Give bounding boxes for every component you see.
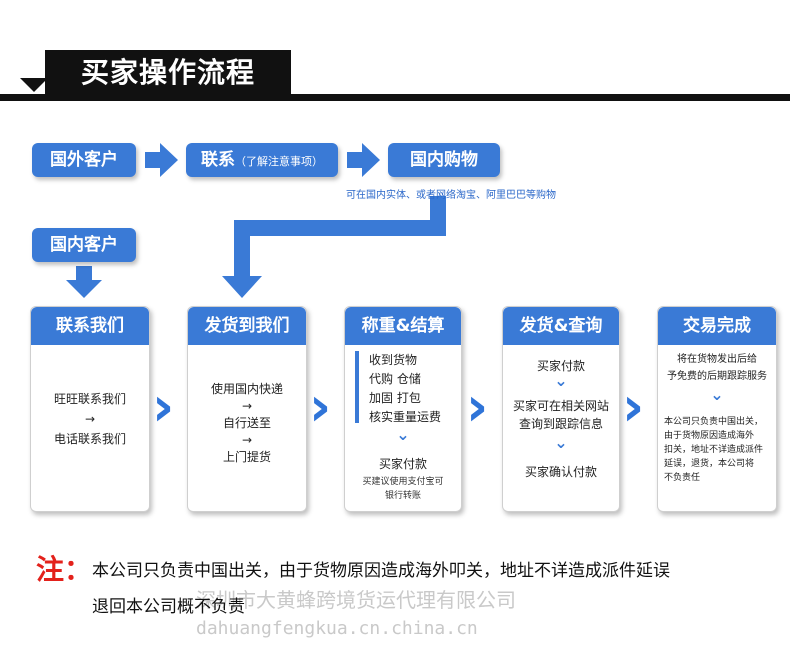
notice-line-2: 退回本公司概不负责 — [92, 597, 245, 617]
arrow-right-icon — [145, 143, 178, 177]
header-triangle-icon — [20, 78, 48, 92]
chevron-right-icon: › — [622, 375, 645, 438]
card-contact-us: 联系我们 旺旺联系我们 → 电话联系我们 — [30, 306, 150, 512]
card-line: 予免费的后期跟踪服务 — [667, 371, 767, 382]
card-small-line: 本公司只负责中国出关， — [664, 417, 764, 427]
contact-note: （了解注意事项） — [235, 155, 323, 168]
chevron-right-icon: › — [309, 375, 332, 438]
chevron-down-icon: ⌄ — [710, 385, 724, 404]
card-small-line: 延误，退货，本公司将 — [664, 459, 755, 469]
card-subtitle: 买家付款 — [378, 457, 427, 471]
domestic-customer-box: 国内客户 — [32, 228, 136, 262]
foreign-customer-box: 国外客户 — [32, 143, 136, 177]
card-small-line: 由于货物原因造成海外 — [664, 431, 755, 441]
card-small-line: 银行转账 — [384, 491, 421, 501]
card-title: 联系我们 — [31, 307, 149, 345]
card-title: 发货&查询 — [503, 307, 619, 345]
header-title-box — [45, 50, 291, 96]
step-label: 买家可在相关网站 — [512, 399, 609, 413]
card-line: 上门提货 — [222, 450, 271, 464]
card-body: 收到货物 代购 仓储 加固 打包 核实重量运费 ⌄ 买家付款 买建议使用支付宝可… — [345, 345, 461, 511]
card-line-arrow: → — [241, 433, 253, 447]
card-line-arrow: → — [84, 412, 96, 426]
card-title: 发货到我们 — [188, 307, 306, 345]
step-label: 买家付款 — [536, 359, 585, 373]
card-body: 买家付款 ⌄ 买家可在相关网站 查询到跟踪信息 ⌄ 买家确认付款 — [503, 345, 619, 511]
notice-mark: 注： — [36, 553, 93, 586]
card-small-line: 扣关，地址不详造成派件 — [664, 445, 764, 455]
contact-label: 联系 — [201, 150, 235, 170]
card-small-line: 不负责任 — [664, 473, 701, 483]
chevron-down-icon: ⌄ — [554, 371, 568, 390]
card-transaction-complete: 交易完成 将在货物发出后给 予免费的后期跟踪服务 ⌄ 本公司只负责中国出关， 由… — [657, 306, 777, 512]
arrow-right-icon — [347, 143, 380, 177]
card-line: 自行送至 — [222, 416, 271, 430]
card-weigh-settle: 称重&结算 收到货物 代购 仓储 加固 打包 核实重量运费 ⌄ 买家付款 买建议… — [344, 306, 462, 512]
card-small-line: 买建议使用支付宝可 — [362, 477, 444, 487]
card-title: 交易完成 — [658, 307, 776, 345]
chevron-down-icon: ⌄ — [396, 425, 410, 444]
card-line: 将在货物发出后给 — [677, 354, 757, 365]
chevron-right-icon: › — [152, 375, 175, 438]
chevron-right-icon: › — [466, 375, 489, 438]
card-title: 称重&结算 — [345, 307, 461, 345]
card-body: 旺旺联系我们 → 电话联系我们 — [31, 345, 149, 511]
elbow-arrow-icon — [222, 196, 446, 298]
watermark-domain: dahuangfengkua.cn.china.cn — [196, 618, 478, 639]
page-title: 买家操作流程 — [80, 56, 255, 89]
step-label: 买家确认付款 — [524, 465, 597, 479]
card-line: 收到货物 — [369, 353, 418, 367]
bullet-bar — [355, 351, 359, 423]
chevron-down-icon: ⌄ — [554, 433, 568, 452]
card-body: 使用国内快递 → 自行送至 → 上门提货 — [188, 345, 306, 511]
contact-box: 联系（了解注意事项） — [186, 143, 338, 177]
card-ship-to-us: 发货到我们 使用国内快递 → 自行送至 → 上门提货 — [187, 306, 307, 512]
purchase-note: 可在国内实体、或者网络淘宝、阿里巴巴等购物 — [346, 190, 556, 201]
card-line: 加固 打包 — [369, 391, 421, 405]
step-label: 查询到跟踪信息 — [518, 417, 603, 431]
domestic-purchase-box: 国内购物 — [388, 143, 500, 177]
card-body: 将在货物发出后给 予免费的后期跟踪服务 ⌄ 本公司只负责中国出关， 由于货物原因… — [658, 345, 776, 511]
card-line-arrow: → — [241, 399, 253, 413]
card-line: 使用国内快递 — [210, 382, 283, 396]
arrow-down-icon — [66, 266, 102, 298]
card-ship-query: 发货&查询 买家付款 ⌄ 买家可在相关网站 查询到跟踪信息 ⌄ 买家确认付款 — [502, 306, 620, 512]
card-line: 代购 仓储 — [369, 372, 421, 386]
card-line: 电话联系我们 — [53, 432, 126, 446]
card-line: 核实重量运费 — [369, 410, 442, 424]
watermark-company: 深圳市大黄蜂跨境货运代理有限公司 — [196, 588, 516, 612]
card-line: 旺旺联系我们 — [53, 392, 126, 406]
header-rule — [0, 94, 790, 101]
notice-line-1: 本公司只负责中国出关，由于货物原因造成海外叩关，地址不详造成派件延误 — [92, 561, 670, 581]
